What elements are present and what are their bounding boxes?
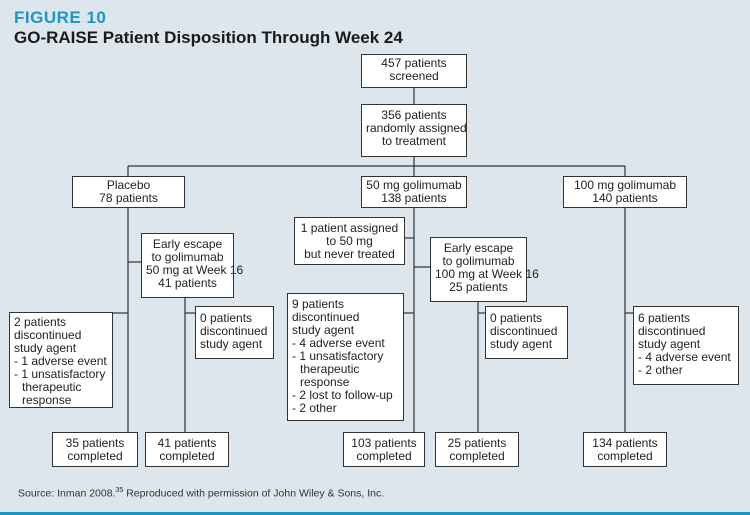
box-line: completed xyxy=(597,449,653,463)
box-line: response xyxy=(300,375,350,389)
box-line: Early escape xyxy=(443,241,514,255)
box-line: 103 patients xyxy=(351,436,417,450)
box-line: completed xyxy=(67,449,123,463)
box-line: to 50 mg xyxy=(326,234,373,248)
source-citation: Source: Inman 2008.35 Reproduced with pe… xyxy=(18,487,384,500)
completed-50-box: 103 patients completed xyxy=(343,432,425,467)
box-line: Placebo xyxy=(106,178,151,192)
completed-placebo-box: 35 patients completed xyxy=(52,432,138,467)
golimumab-50-arm-box: 50 mg golimumab 138 patients xyxy=(361,176,467,208)
box-line: 0 patients xyxy=(490,311,543,325)
box-line: response xyxy=(22,393,72,407)
figure-label: FIGURE 10 xyxy=(14,8,107,27)
golimumab-100-arm-box: 100 mg golimumab 140 patients xyxy=(563,176,687,208)
completed-escape-placebo-box: 41 patients completed xyxy=(145,432,229,467)
box-line: discontinued xyxy=(490,324,558,338)
box-line: discontinued xyxy=(292,310,360,324)
box-line: 41 patients xyxy=(158,276,217,290)
box-line: discontinued xyxy=(638,324,706,338)
box-line: 457 patients xyxy=(381,56,447,70)
box-line: Early escape xyxy=(152,237,223,251)
box-line: study agent xyxy=(638,337,701,351)
early-escape-50-box: Early escape to golimumab 100 mg at Week… xyxy=(430,237,539,302)
discontinued-50-box: 9 patients discontinued study agent - 4 … xyxy=(287,293,404,421)
box-line: - 2 other xyxy=(292,401,337,415)
box-line: 100 mg golimumab xyxy=(573,178,677,192)
box-line: 9 patients xyxy=(292,297,345,311)
box-line: randomly assigned xyxy=(366,121,467,135)
box-line: therapeutic xyxy=(300,362,360,376)
box-line: completed xyxy=(449,449,505,463)
randomized-box: 356 patients randomly assigned to treatm… xyxy=(361,104,467,157)
source-reference: 35 xyxy=(115,487,124,494)
box-line: 356 patients xyxy=(381,108,447,122)
box-line: but never treated xyxy=(304,247,395,261)
source-prefix: Source: Inman 2008. xyxy=(18,487,116,500)
placebo-arm-box: Placebo 78 patients xyxy=(72,176,185,208)
box-line: completed xyxy=(356,449,412,463)
box-line: study agent xyxy=(292,323,355,337)
box-line: - 2 other xyxy=(638,363,683,377)
box-line: 2 patients xyxy=(14,315,67,329)
box-line: study agent xyxy=(200,337,263,351)
discontinued-placebo-box: 2 patients discontinued study agent - 1 … xyxy=(9,312,113,408)
box-line: therapeutic xyxy=(22,380,82,394)
box-line: discontinued xyxy=(14,328,82,342)
box-line: 1 patient assigned xyxy=(300,221,399,235)
box-line: screened xyxy=(389,69,439,83)
completed-100-box: 134 patients completed xyxy=(583,432,667,467)
box-line: to treatment xyxy=(381,134,447,148)
discontinued-escape-50-box: 0 patients discontinued study agent xyxy=(485,306,568,359)
box-line: - 1 unsatisfactory xyxy=(292,349,384,363)
box-line: 0 patients xyxy=(200,311,253,325)
never-treated-box: 1 patient assigned to 50 mg but never tr… xyxy=(294,217,405,265)
box-line: 134 patients xyxy=(592,436,658,450)
bottom-rule xyxy=(0,512,750,515)
box-line: 6 patients xyxy=(638,311,691,325)
box-line: discontinued xyxy=(200,324,268,338)
box-line: 25 patients xyxy=(449,280,508,294)
box-line: - 1 adverse event xyxy=(14,354,107,368)
box-line: completed xyxy=(159,449,215,463)
box-line: 25 patients xyxy=(447,436,507,450)
box-line: 140 patients xyxy=(592,191,658,205)
box-line: 100 mg at Week 16 xyxy=(435,267,539,281)
box-line: - 4 adverse event xyxy=(292,336,385,350)
completed-escape-50-box: 25 patients completed xyxy=(435,432,519,467)
discontinued-100-box: 6 patients discontinued study agent - 4 … xyxy=(633,306,739,385)
box-line: to golimumab xyxy=(151,250,224,264)
box-line: 35 patients xyxy=(65,436,125,450)
box-line: 138 patients xyxy=(381,191,447,205)
box-line: to golimumab xyxy=(442,254,515,268)
discontinued-escape-placebo-box: 0 patients discontinued study agent xyxy=(195,306,274,359)
early-escape-placebo-box: Early escape to golimumab 50 mg at Week … xyxy=(141,233,244,298)
box-line: 78 patients xyxy=(99,191,158,205)
box-line: - 4 adverse event xyxy=(638,350,731,364)
box-line: - 2 lost to follow-up xyxy=(292,388,393,402)
figure-title: GO-RAISE Patient Disposition Through Wee… xyxy=(14,28,403,47)
box-line: 50 mg golimumab xyxy=(366,178,462,192)
box-line: - 1 unsatisfactory xyxy=(14,367,106,381)
box-line: 50 mg at Week 16 xyxy=(146,263,244,277)
box-line: study agent xyxy=(490,337,553,351)
box-line: 41 patients xyxy=(157,436,217,450)
screened-box: 457 patients screened xyxy=(361,54,467,88)
box-line: study agent xyxy=(14,341,77,355)
source-suffix: Reproduced with permission of John Wiley… xyxy=(123,487,385,500)
